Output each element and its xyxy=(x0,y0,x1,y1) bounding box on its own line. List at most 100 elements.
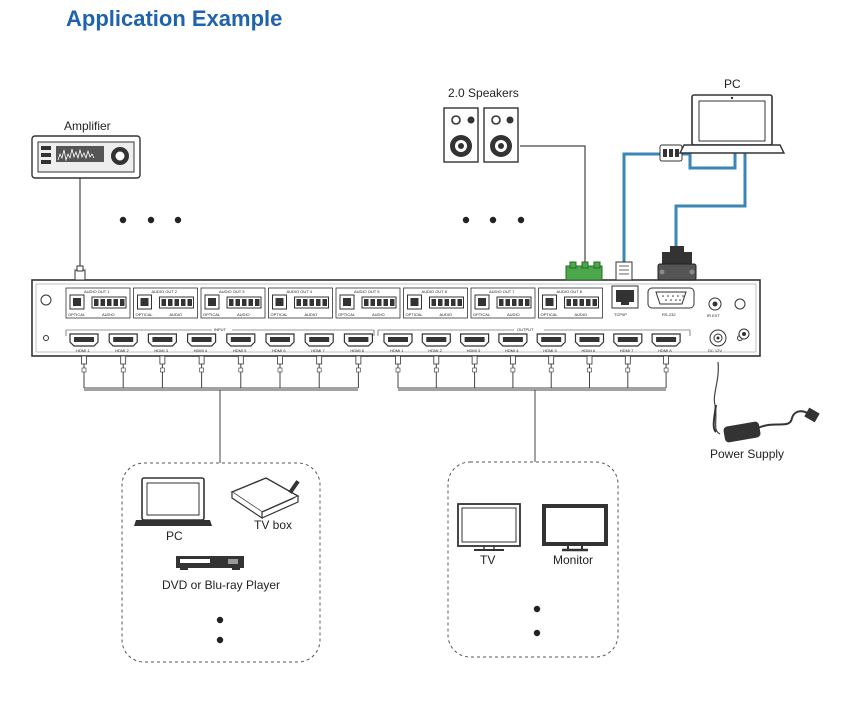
audio-terminal xyxy=(294,296,329,309)
audio-plug-green xyxy=(565,261,603,281)
optical-label: OPTICAL xyxy=(203,312,221,317)
optical-label: OPTICAL xyxy=(271,312,289,317)
hdmi-input-port: HDMI 3 xyxy=(147,333,177,353)
hdmi-plug-icon xyxy=(355,355,362,388)
hdmi-port-label: HDMI 2 xyxy=(428,348,442,353)
speakers: 2.0 Speakers xyxy=(443,86,519,163)
laptop-source-icon xyxy=(134,477,212,526)
optical-label: OPTICAL xyxy=(541,312,559,317)
hdmi-output-port: HDMI 2 xyxy=(421,333,451,353)
power-supply: Power Supply xyxy=(710,404,820,461)
tv-box-label: TV box xyxy=(254,518,292,532)
amplifier-label: Amplifier xyxy=(64,119,111,133)
optical-jack xyxy=(339,294,355,310)
displays-group: TV Monitor xyxy=(447,461,619,658)
optical-jack xyxy=(272,294,287,310)
audio-out-label: AUDIO OUT 5 xyxy=(354,289,380,294)
audio-label: AUDIO xyxy=(170,312,183,317)
audio-label: AUDIO xyxy=(237,312,250,317)
audio-out-module: AUDIO OUT 3 OPTICAL AUDIO xyxy=(200,287,266,319)
tcpip-label: TCP/IP xyxy=(614,312,627,317)
hdmi-port-label: HDMI 5 xyxy=(543,348,557,353)
sources-group: PC TV box DVD or Blu-ray Player xyxy=(121,462,321,663)
hdmi-port-label: HDMI 4 xyxy=(505,348,519,353)
serial-cable xyxy=(674,152,747,252)
ir-ext-label: IR EXT xyxy=(707,313,720,318)
hdmi-plug-icon xyxy=(624,355,631,388)
output-header: OUTPUT xyxy=(517,327,534,332)
hdmi-port-label: HDMI 8 xyxy=(350,348,364,353)
audio-out-label: AUDIO OUT 7 xyxy=(489,289,515,294)
dvd-label: DVD or Blu-ray Player xyxy=(162,578,280,592)
audio-out-label: AUDIO OUT 4 xyxy=(287,289,313,294)
power-adapter-icon xyxy=(712,404,820,443)
hdmi-output-port: HDMI 4 xyxy=(498,333,528,353)
pc-control-label: PC xyxy=(724,77,741,91)
optical-label: OPTICAL xyxy=(68,312,86,317)
audio-out-module: AUDIO OUT 2 OPTICAL AUDIO xyxy=(133,287,198,319)
optical-jack xyxy=(407,294,422,310)
rs232-label: RS-232 xyxy=(662,312,676,317)
hdmi-input-port: HDMI 1 xyxy=(69,333,99,353)
rj45-plug-icon xyxy=(615,261,633,281)
ethernet-cable xyxy=(622,152,737,262)
audio-label: AUDIO xyxy=(102,312,115,317)
hdmi-plug-icon xyxy=(120,355,127,388)
hdmi-plug-icon xyxy=(81,355,87,388)
optical-label: OPTICAL xyxy=(473,312,491,317)
audio-out-label: AUDIO OUT 6 xyxy=(422,289,448,294)
pc-control: PC xyxy=(678,77,786,154)
source-pc-label: PC xyxy=(166,529,183,543)
audio-out-module: AUDIO OUT 7 OPTICAL AUDIO xyxy=(470,287,536,319)
rs232-port: RS-232 xyxy=(647,287,695,317)
speaker-left-icon xyxy=(443,107,479,163)
hdmi-input-port: HDMI 4 xyxy=(187,333,217,353)
audio-label: AUDIO xyxy=(507,312,520,317)
audio-terminal xyxy=(564,296,599,309)
hdmi-port-label: HDMI 3 xyxy=(467,348,481,353)
laptop-icon xyxy=(678,94,786,154)
amplifier: Amplifier xyxy=(31,119,141,179)
hdmi-port-label: HDMI 3 xyxy=(154,348,168,353)
audio-terminal xyxy=(429,296,464,309)
dvd-player-icon xyxy=(176,556,244,570)
speaker-cable xyxy=(520,145,586,268)
audio-out-label: AUDIO OUT 3 xyxy=(219,289,245,294)
hdmi-input-port: HDMI 5 xyxy=(226,333,256,353)
db9-plug-icon xyxy=(657,246,697,281)
audio-out-label: AUDIO OUT 2 xyxy=(152,289,178,294)
input-header: INPUT xyxy=(214,327,227,332)
audio-terminal xyxy=(226,296,262,309)
audio-terminal xyxy=(496,296,532,309)
ir-ext-port: IR EXT xyxy=(707,297,722,318)
hdmi-plug-icon xyxy=(509,355,516,388)
hdmi-cables xyxy=(81,355,669,388)
hdmi-output-port: HDMI 6 xyxy=(574,333,605,353)
power-supply-label: Power Supply xyxy=(710,447,784,461)
dc-power-port: DC 12V xyxy=(708,328,750,353)
hdmi-plug-icon xyxy=(471,355,478,388)
hdmi-output-port: HDMI 3 xyxy=(460,333,490,353)
hdmi-port-label: HDMI 2 xyxy=(115,348,129,353)
hdmi-output-port: HDMI 7 xyxy=(613,333,643,353)
hdmi-plug-icon xyxy=(663,355,669,388)
audio-label: AUDIO xyxy=(440,312,453,317)
hdmi-input-port: HDMI 6 xyxy=(265,333,295,353)
tv-icon xyxy=(457,503,521,551)
hdmi-output-port: HDMI 5 xyxy=(536,333,566,353)
optical-label: OPTICAL xyxy=(136,312,154,317)
hdmi-port-label: HDMI 5 xyxy=(233,348,247,353)
hdmi-port-label: HDMI 6 xyxy=(582,348,596,353)
hdmi-output-port: HDMI 8 xyxy=(651,333,681,353)
hdmi-plug-icon xyxy=(159,355,166,388)
optical-label: OPTICAL xyxy=(406,312,424,317)
hdmi-port-label: HDMI 6 xyxy=(272,348,286,353)
optical-jack xyxy=(69,294,85,310)
audio-out-label: AUDIO OUT 8 xyxy=(557,289,583,294)
